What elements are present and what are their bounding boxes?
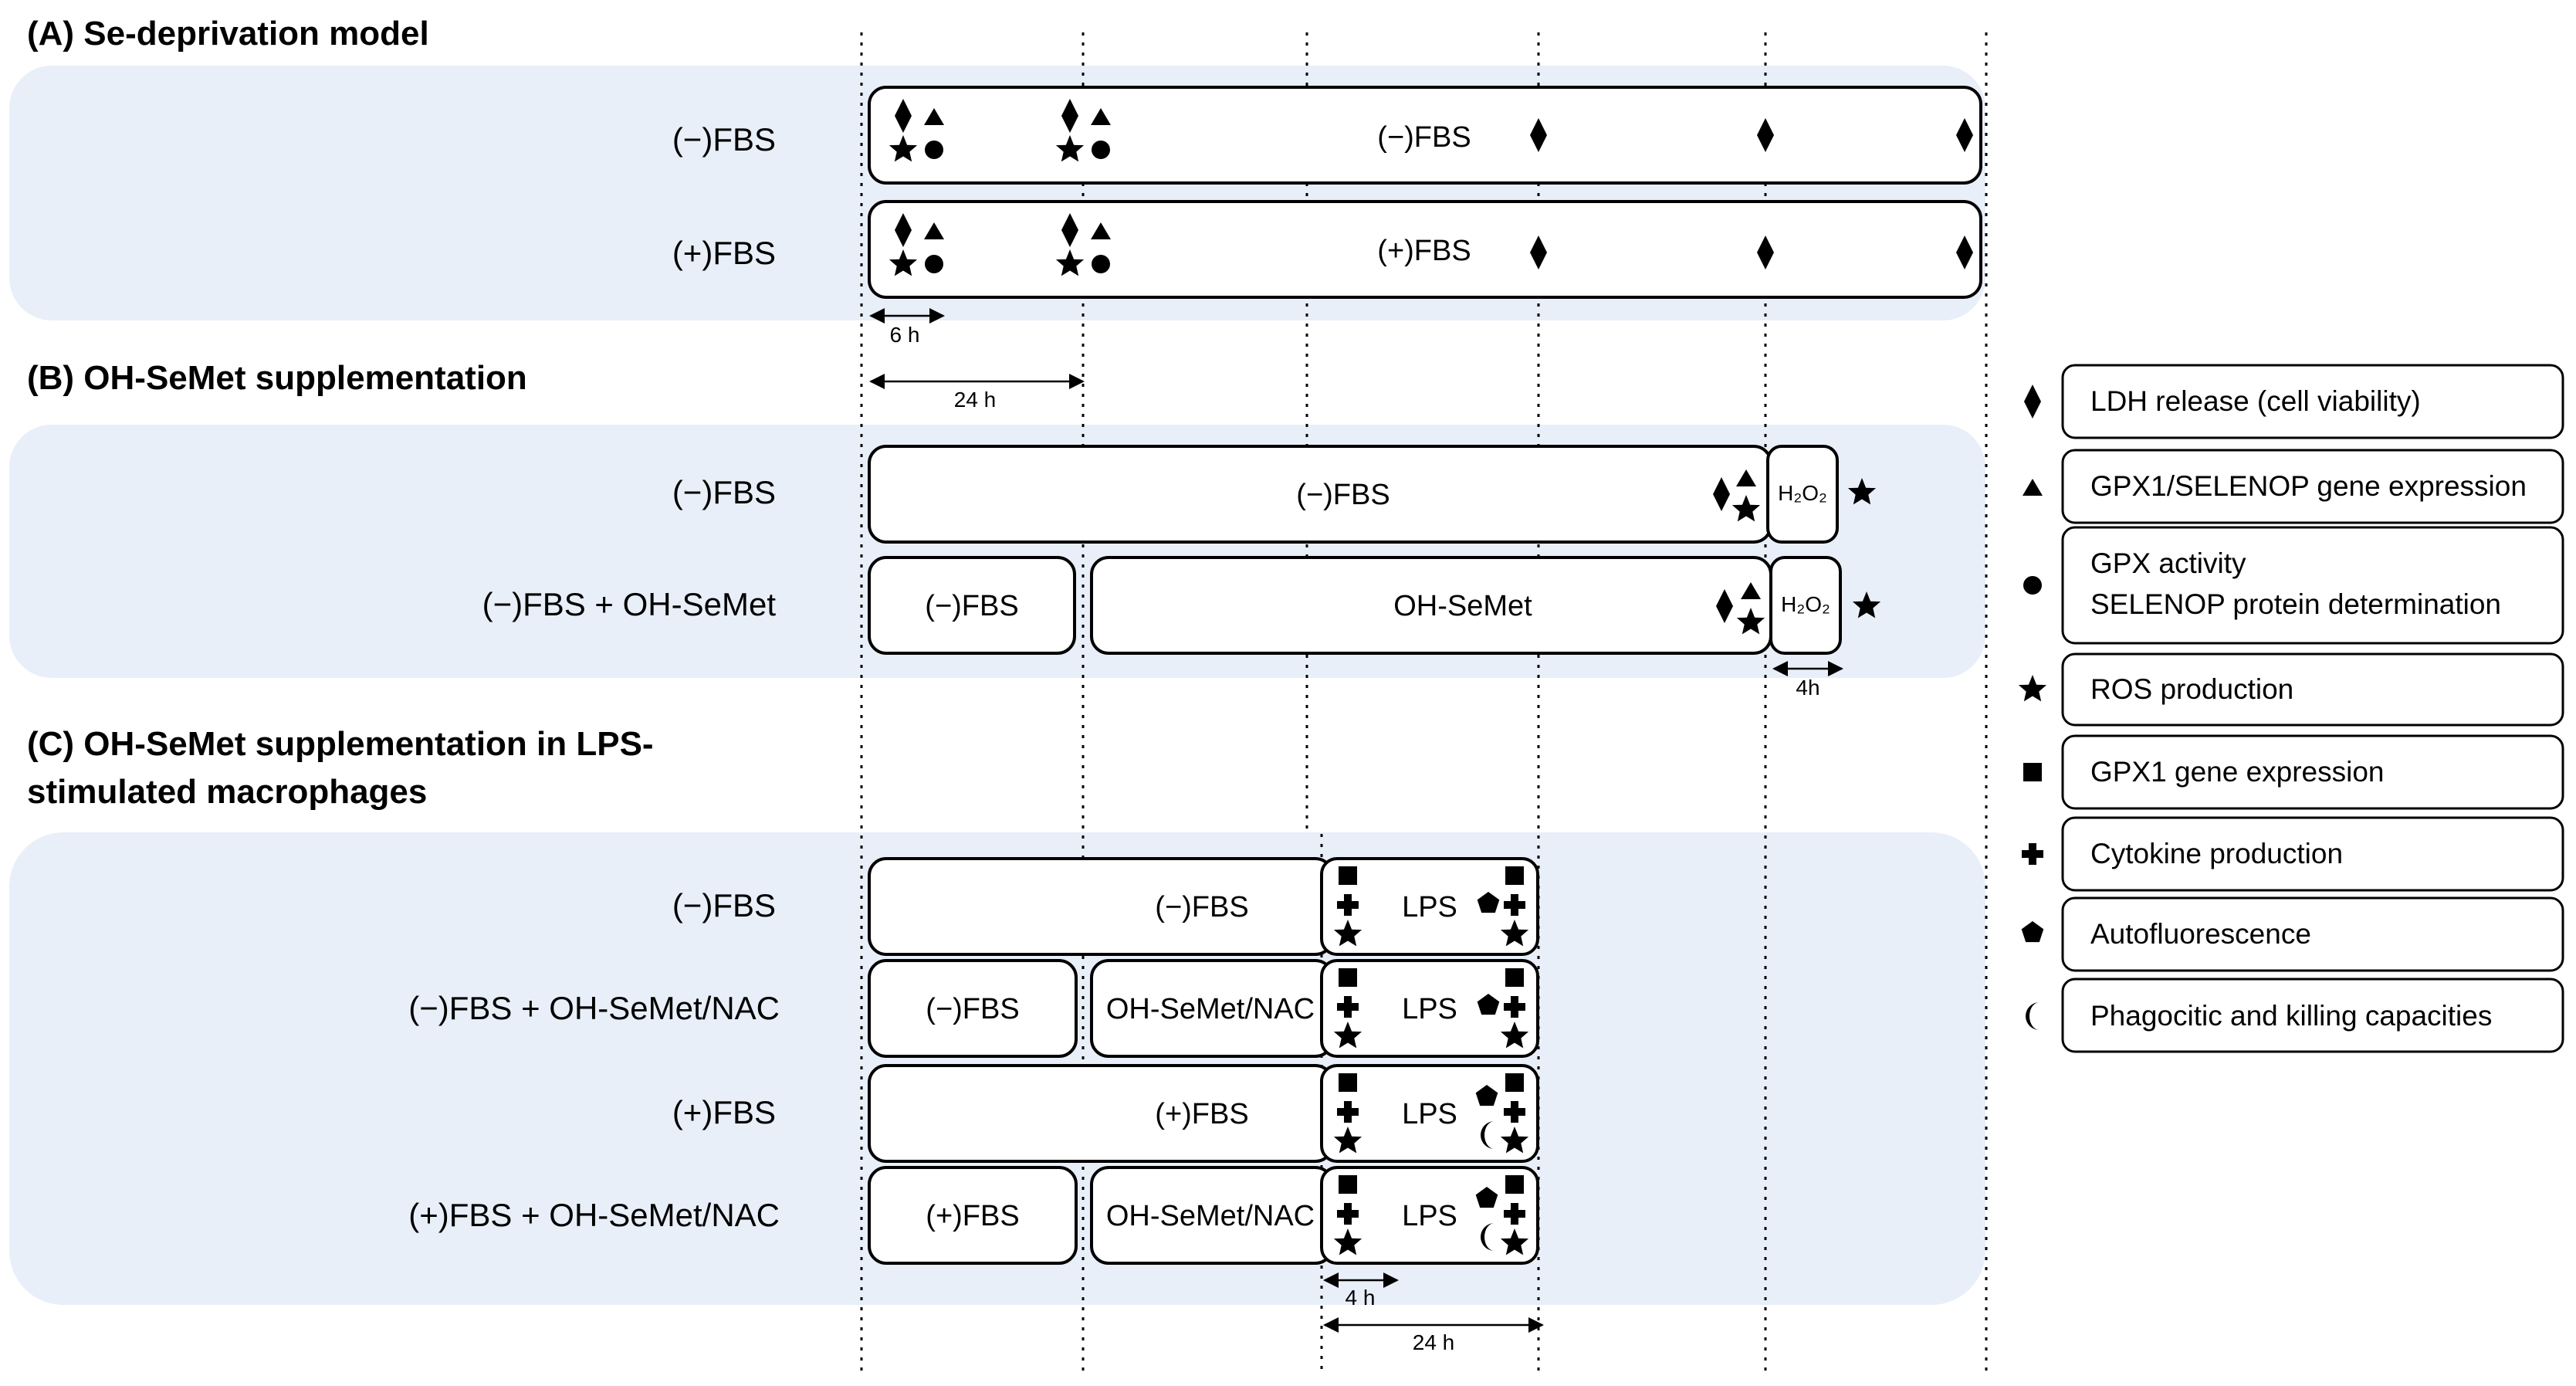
legend-label: GPX1 gene expression [2090,756,2385,788]
circle-icon [925,141,943,159]
circle-icon [1092,255,1110,273]
interval-label-6h: 6 h [890,323,920,347]
lps-label: LPS [1402,1098,1457,1130]
condition-box-label: (−)FBS [1296,479,1390,511]
legend: LDH release (cell viability) GPX1/SELENO… [2018,364,2564,1053]
pentagon-icon [2021,921,2044,943]
condition-box [868,857,1334,956]
square-icon [1339,1073,1357,1092]
h2o2-box [1766,445,1839,544]
legend-label: GPX activity [2090,547,2246,579]
legend-label: GPX1/SELENOP gene expression [2090,470,2527,502]
square-icon [2023,763,2042,781]
legend-label: Autofluorescence [2090,918,2311,950]
diamond-icon [2024,385,2041,419]
square-icon [1339,866,1357,885]
interval-label-24h: 24 h [954,388,997,412]
legend-label: Cytokine production [2090,838,2343,869]
row-label: (+)FBS [672,235,776,271]
condition-box [868,1166,1078,1265]
lps-box [1320,959,1539,1058]
condition-box-label: (+)FBS [1377,235,1471,267]
interval-label-4h: 4h [1796,676,1819,700]
panel-c-title: stimulated macrophages [27,773,427,811]
circle-icon [2023,576,2042,595]
legend-item-box [2061,449,2564,524]
row-label: (+)FBS [672,1094,776,1130]
lps-label: LPS [1402,891,1457,923]
triangle-icon [2023,479,2043,496]
panel-a-title: (A) Se-deprivation model [27,15,429,53]
square-icon [1505,968,1524,987]
star-icon [2018,675,2047,702]
h2o2-box [1769,556,1842,655]
condition-box-label: (−)FBS [1377,121,1471,154]
lps-box [1320,857,1539,956]
square-icon [1339,1175,1357,1194]
h2o2-label: H₂O₂ [1781,592,1830,616]
row-label: (−)FBS + OH-SeMet [482,586,777,622]
row-label: (−)FBS + OH-SeMet/NAC [408,990,780,1026]
lps-label: LPS [1402,1200,1457,1232]
legend-item-box [2061,816,2564,892]
square-icon [1505,866,1524,885]
condition-box-label: OH-SeMet/NAC [1106,993,1315,1025]
legend-item-box [2061,526,2564,645]
row-label: (−)FBS [672,887,776,923]
row-label: (−)FBS [672,121,776,158]
condition-box [868,556,1076,655]
row-label: (−)FBS [672,474,776,510]
legend-item-box [2061,734,2564,810]
panel-c-title: (C) OH-SeMet supplementation in LPS- [27,725,654,763]
circle-icon [1092,141,1110,159]
legend-item-box [2061,364,2564,439]
crescent-icon [2026,1002,2039,1030]
legend-label: ROS production [2090,673,2293,705]
legend-label: Phagocitic and killing capacities [2090,1000,2492,1032]
condition-box-label: (−)FBS [925,590,1018,622]
lps-label: LPS [1402,993,1457,1025]
legend-item-box [2061,652,2564,727]
legend-label: SELENOP protein determination [2090,588,2501,620]
condition-box [868,959,1078,1058]
cross-icon [2022,843,2043,865]
h2o2-label: H₂O₂ [1778,481,1827,505]
row-label: (+)FBS + OH-SeMet/NAC [408,1197,780,1233]
legend-label: LDH release (cell viability) [2090,385,2421,417]
condition-box-label: (+)FBS [926,1200,1019,1232]
condition-box-label: (−)FBS [926,993,1019,1025]
interval-label-24h: 24 h [1413,1330,1455,1354]
legend-item-box [2061,896,2564,972]
square-icon [1339,968,1357,987]
condition-box [868,200,1982,299]
square-icon [1505,1073,1524,1092]
condition-box-label: OH-SeMet [1393,590,1532,622]
circle-icon [925,255,943,273]
legend-item-box [2061,978,2564,1053]
condition-box-label: OH-SeMet/NAC [1106,1200,1315,1232]
interval-label-4h: 4 h [1346,1286,1376,1310]
condition-box-label: (+)FBS [1155,1098,1248,1130]
condition-box [868,1064,1334,1163]
condition-box-label: (−)FBS [1155,891,1248,923]
condition-box [868,86,1982,185]
panel-b-title: (B) OH-SeMet supplementation [27,359,527,397]
square-icon [1505,1175,1524,1194]
